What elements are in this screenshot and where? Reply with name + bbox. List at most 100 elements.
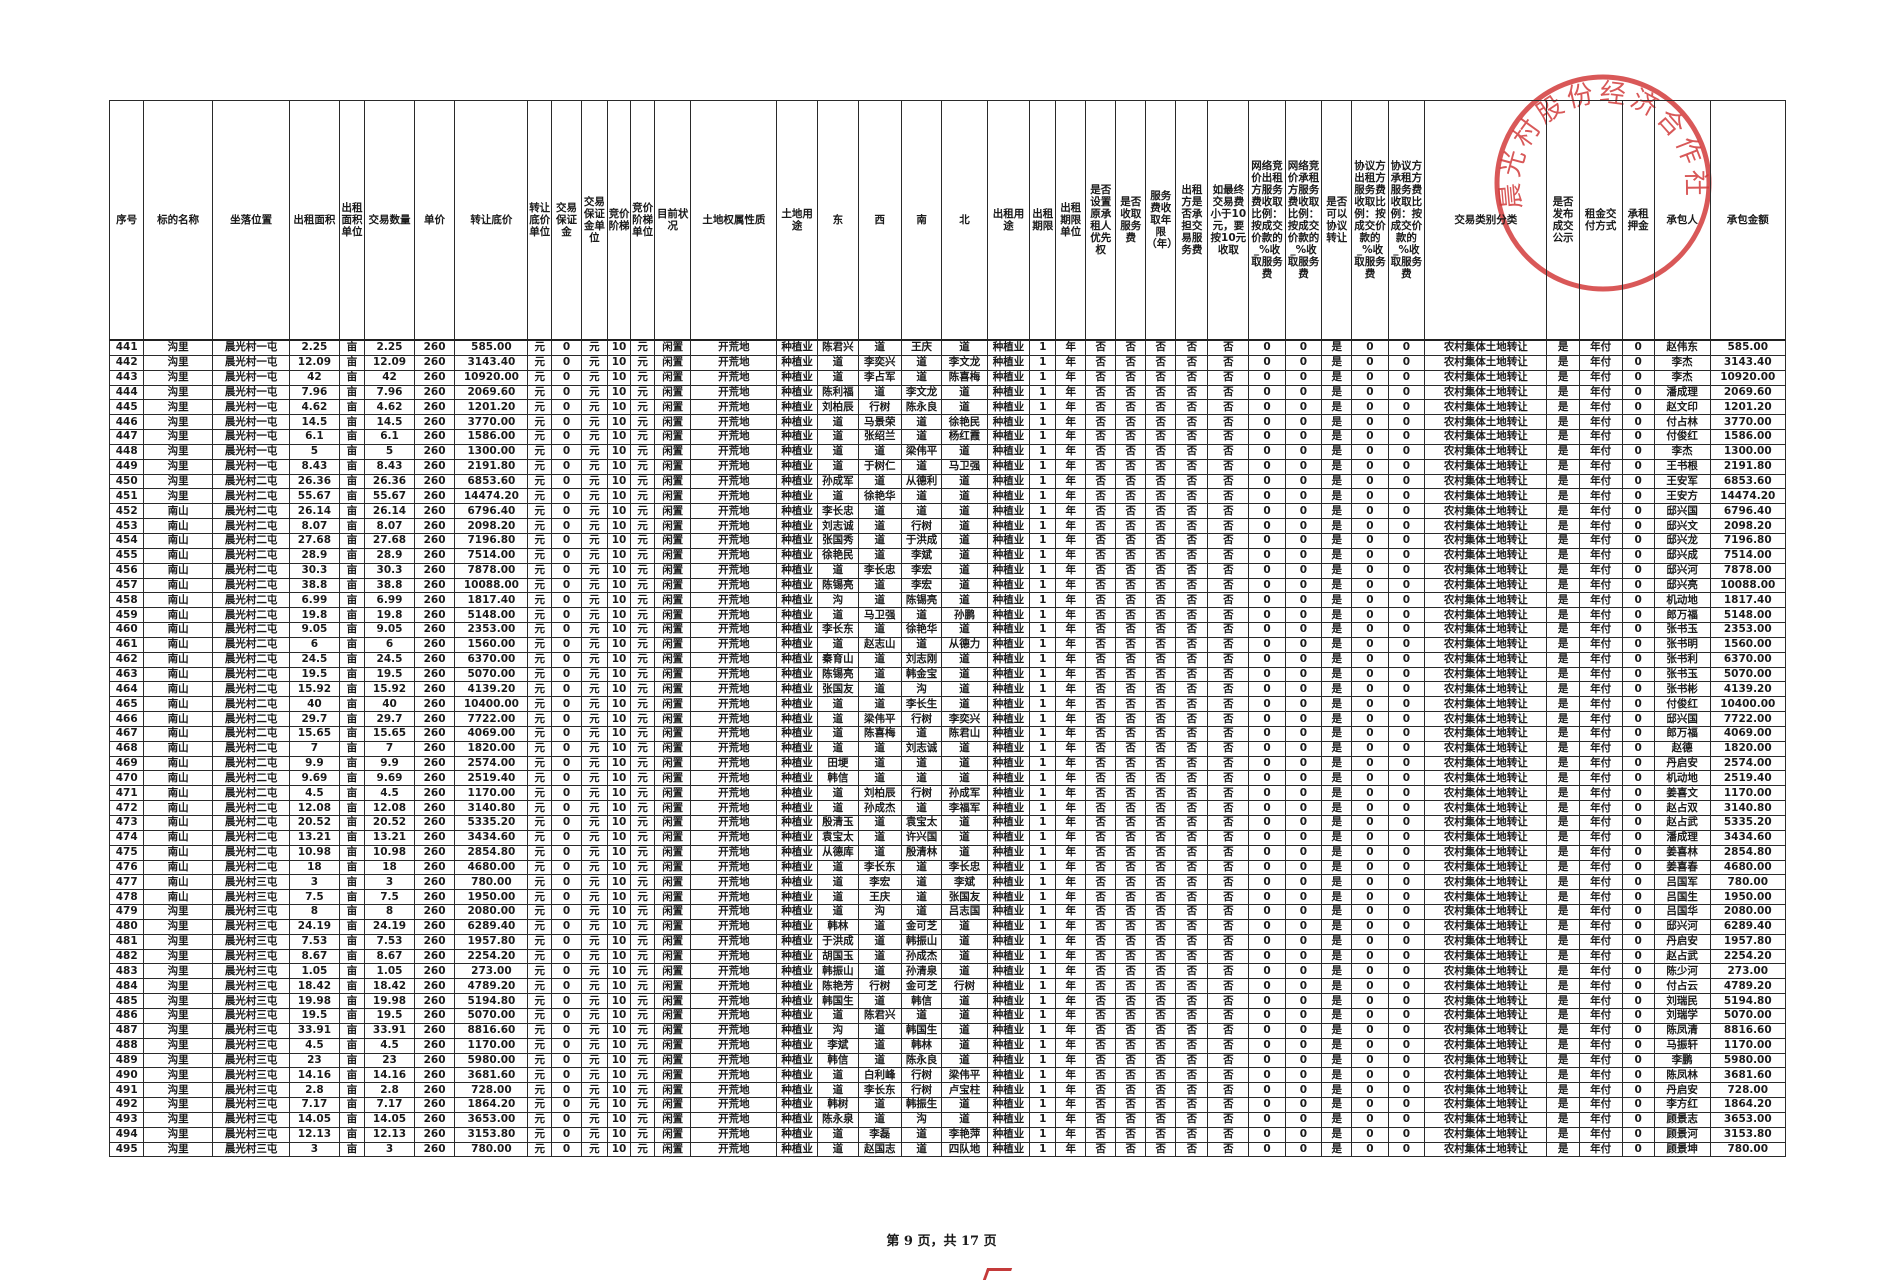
table-cell: 0 (1248, 770, 1286, 787)
table-cell: 年付 (1578, 369, 1623, 386)
table-cell: 道 (817, 369, 859, 386)
table-cell: 0 (1621, 725, 1655, 742)
table-cell: 0 (1284, 518, 1323, 534)
table-cell: 1 (1029, 815, 1057, 831)
table-cell: 0 (1351, 815, 1389, 831)
table-cell: 道 (857, 993, 902, 1009)
table-cell: 种植业 (776, 725, 819, 742)
table-cell: 10 (606, 651, 632, 668)
table-cell: 0 (550, 874, 583, 891)
table-cell: 年付 (1578, 503, 1623, 520)
table-cell: 种植业 (986, 384, 1031, 401)
table-cell: 赵占双 (1653, 800, 1711, 816)
table-cell: 种植业 (986, 889, 1031, 906)
table-cell: 0 (550, 978, 583, 995)
table-cell: 0 (1351, 740, 1389, 757)
table-cell: 是 (1321, 1082, 1353, 1099)
table-cell: 陈喜梅 (941, 369, 988, 386)
table-cell: 元 (581, 1007, 608, 1024)
table-cell: 晨光村二屯 (211, 651, 291, 668)
table-cell: 否 (1115, 1126, 1147, 1143)
table-cell: 是 (1321, 651, 1353, 668)
table-cell: 闲置 (653, 1067, 692, 1084)
table-cell: 晨光村二屯 (211, 725, 291, 742)
table-cell: 道 (817, 443, 859, 460)
table-cell: 0 (1351, 562, 1389, 579)
table-cell: 4680.00 (454, 859, 529, 876)
table-cell: 吕国华 (1653, 904, 1711, 920)
table-cell: 0 (1351, 607, 1389, 624)
table-cell: 开荒地 (690, 1097, 778, 1113)
table-cell: 沟里 (143, 488, 213, 505)
table-cell: 260 (413, 666, 456, 683)
table-cell: 8.43 (289, 458, 340, 475)
table-cell: 农村集体土地转让 (1424, 978, 1548, 995)
table-cell: 陈永良 (900, 399, 943, 416)
table-cell: 0 (550, 592, 583, 609)
table-cell: 种植业 (776, 1007, 819, 1024)
table-cell: 否 (1145, 414, 1177, 431)
table-cell: 0 (1351, 666, 1389, 683)
table-cell: 农村集体土地转让 (1424, 711, 1548, 727)
table-cell: 1560.00 (454, 636, 529, 653)
table-cell: 农村集体土地转让 (1424, 725, 1548, 742)
table-cell: 是 (1321, 338, 1353, 356)
table-cell: 0 (1284, 696, 1323, 713)
column-header: 网络竞价出租方服务费收取比例：按成交价款的_%收取服务费 (1248, 100, 1286, 341)
table-cell: 年 (1055, 978, 1087, 995)
table-cell: 否 (1207, 1082, 1250, 1099)
table-cell: 年付 (1578, 918, 1623, 935)
table-cell: 否 (1115, 1037, 1147, 1054)
table-cell: 1 (1029, 1037, 1057, 1054)
table-cell: 晨光村三屯 (211, 918, 291, 935)
table-cell: 年付 (1578, 384, 1623, 401)
table-cell: 2854.80 (454, 844, 529, 861)
table-cell: 473 (108, 815, 145, 831)
table-cell: 种植业 (776, 800, 819, 816)
table-cell: 李占军 (857, 369, 902, 386)
table-cell: 袁宝太 (900, 815, 943, 831)
table-cell: 南山 (143, 518, 213, 534)
table-cell: 否 (1085, 785, 1117, 802)
table-cell: 张书玉 (1653, 622, 1711, 638)
table-cell: 沟里 (143, 1111, 213, 1128)
table-cell: 260 (413, 1067, 456, 1084)
table-cell: 闲置 (653, 399, 692, 416)
table-cell: 否 (1175, 518, 1209, 534)
table-cell: 种植业 (986, 725, 1031, 742)
table-cell: 元 (630, 354, 655, 371)
table-cell: 年付 (1578, 815, 1623, 831)
table-cell: 0 (1351, 622, 1389, 638)
table-cell: 1 (1029, 1111, 1057, 1128)
table-cell: 农村集体土地转让 (1424, 547, 1548, 564)
table-cell: 3770.00 (454, 414, 529, 431)
table-cell: 李杰 (1653, 354, 1711, 371)
table-cell: 7 (364, 740, 415, 757)
table-cell: 0 (1284, 399, 1323, 416)
table-cell: 10 (606, 800, 632, 816)
table-cell: 否 (1207, 815, 1250, 831)
table-cell: 否 (1145, 547, 1177, 564)
table-cell: 否 (1145, 1141, 1177, 1158)
table-cell: 0 (1351, 458, 1389, 475)
table-cell: 徐艳华 (900, 622, 943, 638)
table-cell: 0 (1284, 532, 1323, 549)
table-cell: 0 (1248, 399, 1286, 416)
table-cell: 邸兴河 (1653, 562, 1711, 579)
table-cell: 是 (1321, 547, 1353, 564)
table-cell: 亩 (338, 592, 366, 609)
table-cell: 是 (1546, 503, 1580, 520)
table-cell: 农村集体土地转让 (1424, 636, 1548, 653)
table-cell: 道 (941, 1097, 988, 1113)
table-cell: 5335.20 (454, 815, 529, 831)
table-cell: 10 (606, 844, 632, 861)
table-cell: 道 (857, 1097, 902, 1113)
table-cell: 年付 (1578, 443, 1623, 460)
table-cell: 元 (581, 354, 608, 371)
table-cell: 沟里 (143, 1097, 213, 1113)
table-cell: 元 (630, 918, 655, 935)
